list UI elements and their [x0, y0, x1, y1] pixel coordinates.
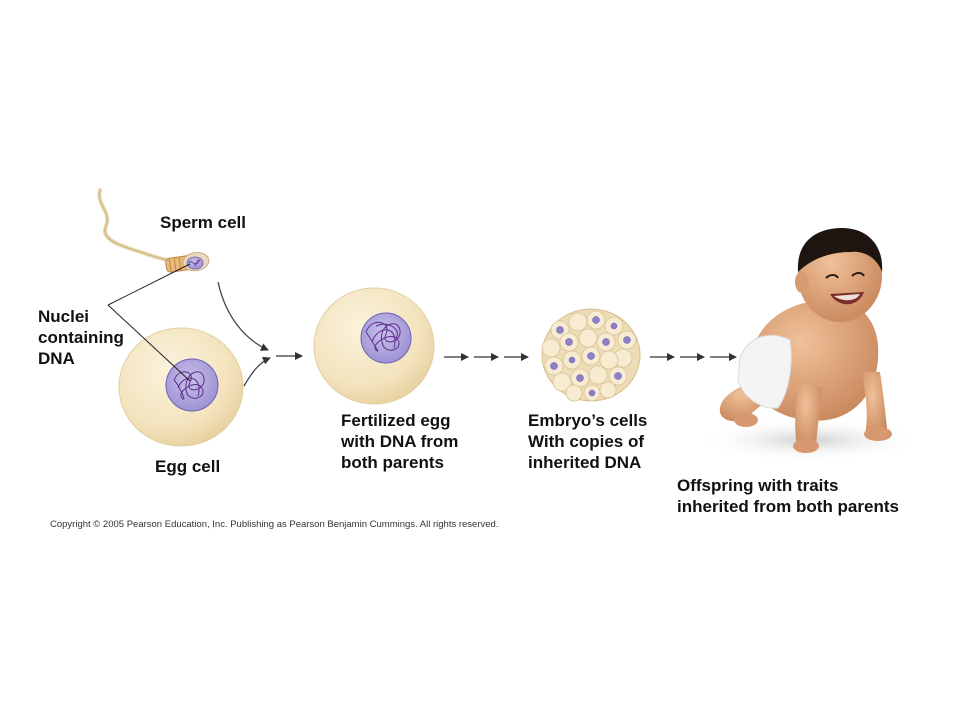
egg-nucleus — [165, 358, 219, 412]
fertilized-nucleus — [360, 312, 412, 364]
egg-cell-label: Egg cell — [155, 457, 221, 476]
embryo-cells-label: Embryo’s cells With copies of inherited … — [528, 411, 648, 472]
offspring-label: Offspring with traits inherited from bot… — [677, 476, 899, 516]
nuclei-pointer-lines — [107, 263, 191, 382]
copyright-notice: Copyright © 2005 Pearson Education, Inc.… — [50, 519, 499, 530]
embryo-cells — [541, 308, 641, 402]
fertilized-egg — [313, 287, 435, 405]
sperm-cell-label: Sperm cell — [160, 213, 246, 232]
convergence-arrows — [217, 281, 303, 387]
sperm-cell — [97, 188, 210, 273]
baby-offspring — [695, 228, 925, 462]
fertilized-egg-label: Fertilized egg with DNA from both parent… — [341, 411, 459, 472]
sperm-nucleus — [186, 256, 204, 270]
egg-cell — [118, 327, 244, 447]
nuclei-label: Nuclei containing DNA — [38, 307, 124, 368]
